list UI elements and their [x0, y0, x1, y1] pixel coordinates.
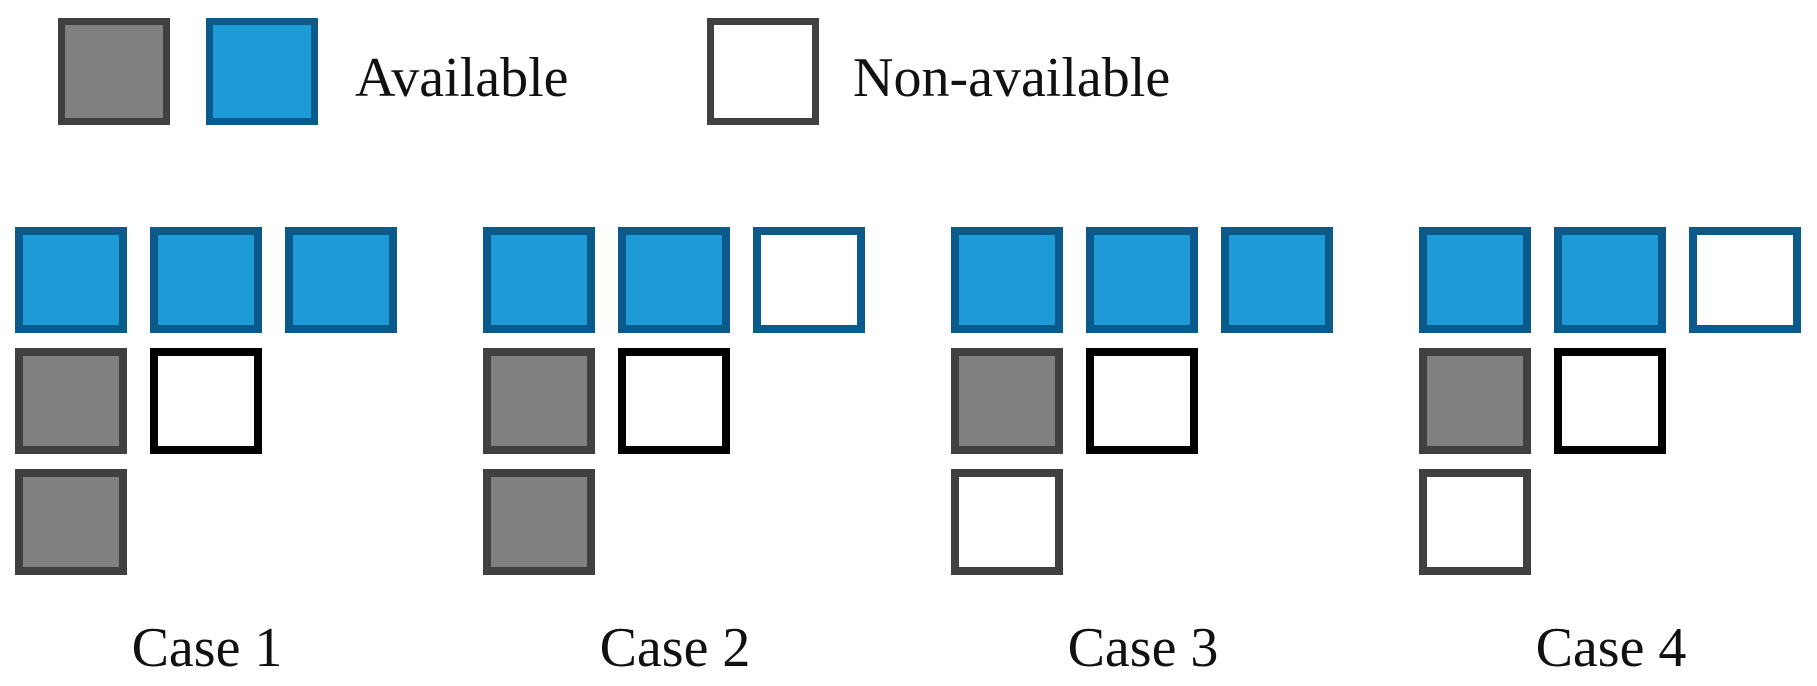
available-blue-cell: [1554, 227, 1666, 333]
non-available-blue-outline-cell: [753, 227, 865, 333]
available-blue-cell: [1086, 227, 1198, 333]
non-available-gray-outline-cell: [951, 469, 1063, 575]
non-available-black-outline-cell: [150, 348, 262, 454]
available-blue-cell: [15, 227, 127, 333]
non-available-gray-outline-cell: [1419, 469, 1531, 575]
non-available-blue-outline-cell: [1689, 227, 1801, 333]
available-gray-cell: [1419, 348, 1531, 454]
legend-gray-available-swatch: [58, 18, 170, 125]
available-blue-cell: [951, 227, 1063, 333]
available-gray-cell: [15, 348, 127, 454]
legend-non-available-swatch: [707, 18, 819, 125]
available-gray-cell: [15, 469, 127, 575]
case-label: Case 4: [1535, 617, 1687, 679]
available-gray-cell: [483, 348, 595, 454]
case-label: Case 3: [1067, 617, 1219, 679]
available-blue-cell: [618, 227, 730, 333]
available-blue-cell: [483, 227, 595, 333]
non-available-black-outline-cell: [1086, 348, 1198, 454]
available-blue-cell: [1221, 227, 1333, 333]
available-blue-cell: [1419, 227, 1531, 333]
case-label: Case 1: [131, 617, 283, 679]
non-available-black-outline-cell: [618, 348, 730, 454]
available-blue-cell: [285, 227, 397, 333]
available-blue-cell: [150, 227, 262, 333]
available-gray-cell: [951, 348, 1063, 454]
legend-non-available-label: Non-available: [853, 47, 1171, 109]
non-available-black-outline-cell: [1554, 348, 1666, 454]
case-label: Case 2: [599, 617, 751, 679]
available-gray-cell: [483, 469, 595, 575]
legend-blue-available-swatch: [206, 18, 318, 125]
legend-available-label: Available: [355, 47, 569, 109]
